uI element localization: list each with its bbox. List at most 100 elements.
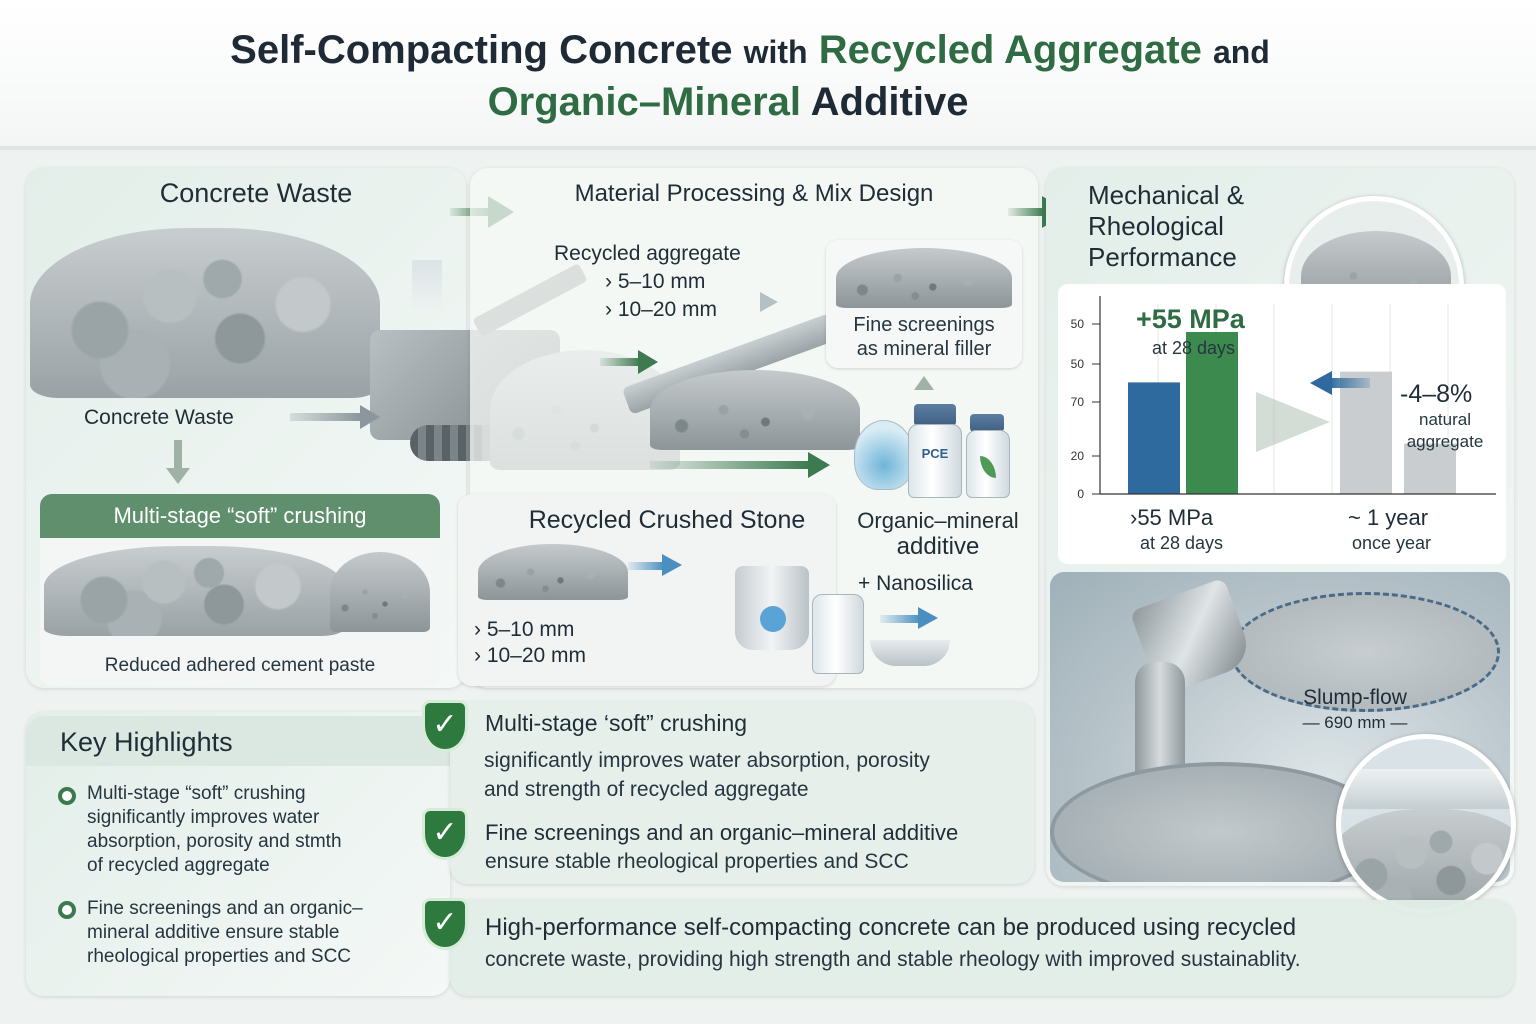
crushed-size-item: › 10–20 mm bbox=[474, 644, 587, 667]
slump-value: — 690 mm — bbox=[1302, 713, 1408, 732]
bottom-left-value: ›55 MPa bbox=[1130, 505, 1214, 530]
performance-header-1: Mechanical & bbox=[1088, 180, 1245, 210]
bottle-cap-image bbox=[914, 404, 956, 426]
arrow-shaft-3 bbox=[650, 461, 810, 469]
finding-1-text: significantly improves water absorption,… bbox=[484, 746, 930, 804]
highlight-1-line-1: Multi-stage “soft” crushing bbox=[87, 783, 306, 804]
page-title-line-1: Self-Compacting Concrete with Recycled A… bbox=[0, 28, 1500, 73]
crushed-stone-pile-image bbox=[478, 544, 628, 600]
arrow-right-icon bbox=[360, 405, 380, 429]
chart-arrow-icon bbox=[1256, 392, 1330, 452]
highlight-item-2: Fine screenings and an organic– mineral … bbox=[87, 897, 363, 969]
bullet-icon bbox=[58, 901, 76, 919]
aggregate-pile-image bbox=[650, 370, 860, 450]
rubble-inset-circle bbox=[1336, 734, 1516, 914]
chart-tick-label: 50 bbox=[1071, 357, 1085, 371]
chart-tick-label: 20 bbox=[1071, 449, 1085, 463]
aggregate-size-item: › 5–10 mm bbox=[605, 270, 706, 293]
crushed-size-item: › 5–10 mm bbox=[474, 618, 575, 641]
conclusion-panel bbox=[450, 900, 1514, 996]
arrow-shaft-5 bbox=[880, 615, 920, 623]
chart-tick-label: 50 bbox=[1071, 317, 1085, 331]
arrow-right-icon bbox=[760, 292, 778, 312]
aggregate-title: Recycled aggregate bbox=[554, 242, 741, 265]
arrow-right-icon bbox=[918, 607, 938, 629]
highlight-1-line-2: significantly improves water bbox=[87, 807, 320, 828]
arrow-shaft-6 bbox=[1008, 208, 1044, 216]
fine-screenings-label-2: as mineral filler bbox=[856, 338, 992, 360]
title-with: with bbox=[743, 34, 808, 70]
arrow-right-icon bbox=[808, 452, 830, 478]
highlight-2-line-3: rheological properties and SCC bbox=[87, 946, 352, 967]
nanosilica-bottle-image bbox=[812, 594, 864, 674]
title-and: and bbox=[1212, 34, 1270, 70]
chart-bar bbox=[1128, 382, 1180, 494]
check-shield-icon: ✓ bbox=[422, 700, 468, 752]
city-skyline-image bbox=[412, 260, 442, 310]
flask-image bbox=[854, 420, 914, 490]
concrete-waste-header: Concrete Waste bbox=[159, 178, 353, 208]
reduction-value: -4–8% bbox=[1400, 380, 1473, 408]
title-band bbox=[0, 0, 1536, 150]
arrow-right-icon bbox=[638, 350, 658, 374]
chart-bars bbox=[1128, 332, 1456, 494]
powder-dish-image bbox=[870, 640, 950, 666]
highlight-1-line-3: absorption, porosity and stmth bbox=[87, 831, 342, 852]
processing-header: Material Processing & Mix Design bbox=[574, 180, 934, 207]
finding-1-line-2: and strength of recycled aggregate bbox=[484, 778, 809, 801]
aggregate-size-1: 5–10 mm bbox=[617, 270, 706, 293]
performance-header-3: Performance bbox=[1088, 242, 1237, 272]
top-value: +55 MPa bbox=[1136, 304, 1245, 334]
page-title-line-2: Organic–Mineral Additive bbox=[0, 80, 1456, 125]
performance-header-2: Rheological bbox=[1088, 211, 1224, 241]
slump-title: Slump-flow bbox=[1303, 686, 1407, 709]
fine-screenings-label-1: Fine screenings bbox=[853, 314, 995, 336]
title-part1: Self-Compacting Concrete bbox=[230, 28, 733, 72]
fine-screenings-image bbox=[836, 248, 1012, 308]
title-highlight2: Organic–Mineral bbox=[487, 80, 801, 124]
skyline-image bbox=[1341, 769, 1511, 809]
arrow-down-icon bbox=[166, 468, 190, 484]
chart-bar bbox=[1404, 443, 1456, 494]
finding-2-line-1: ensure stable rheological properties and… bbox=[485, 850, 909, 873]
bottom-right-value: ~ 1 year bbox=[1348, 505, 1429, 530]
reduction-caption-1: natural bbox=[1419, 410, 1471, 429]
key-highlights-header-bar bbox=[26, 716, 450, 766]
bottom-left-caption: at 28 days bbox=[1140, 533, 1224, 553]
reduction-arrow-shaft bbox=[1330, 378, 1370, 388]
arrow-up-icon bbox=[914, 376, 934, 390]
highlight-2-line-1: Fine screenings and an organic– bbox=[87, 898, 363, 919]
crushed-size-2: 10–20 mm bbox=[486, 644, 587, 667]
top-caption: at 28 days bbox=[1152, 338, 1236, 358]
highlight-1-line-4: of recycled aggregate bbox=[87, 855, 270, 876]
additive-label-2: additive bbox=[896, 533, 980, 560]
findings-panel bbox=[450, 702, 1034, 884]
arrow-shaft-4 bbox=[628, 562, 664, 570]
finding-1-line-1: significantly improves water absorption,… bbox=[484, 749, 930, 772]
highlight-item-1: Multi-stage “soft” crushing significantl… bbox=[87, 782, 342, 878]
title-part2: Additive bbox=[810, 80, 969, 124]
arrow-left-icon bbox=[1310, 371, 1332, 395]
arrow-shaft-2 bbox=[600, 358, 640, 366]
crushing-header-bar bbox=[40, 494, 440, 538]
key-highlights-header: Key Highlights bbox=[60, 727, 233, 757]
title-highlight1: Recycled Aggregate bbox=[818, 28, 1202, 72]
additive-label-1: Organic–mineral bbox=[857, 508, 1019, 533]
crushing-header: Multi-stage “soft” crushing bbox=[113, 503, 367, 528]
crushed-size-1: 5–10 mm bbox=[486, 618, 575, 641]
bucket-label-icon bbox=[760, 606, 786, 632]
conclusion-line-2: concrete waste, providing high strength … bbox=[485, 948, 1301, 971]
waste-to-crusher-arrow-shaft bbox=[290, 413, 360, 421]
fine-pile-image bbox=[330, 552, 430, 632]
finding-1-title: Multi-stage ‘soft” crushing bbox=[485, 710, 748, 736]
bottom-right-caption: once year bbox=[1352, 533, 1432, 553]
flow-spread-image bbox=[1230, 592, 1500, 712]
aggregate-size-2: 10–20 mm bbox=[617, 298, 718, 321]
rubble-inset-image bbox=[1341, 809, 1511, 909]
check-shield-icon: ✓ bbox=[422, 808, 468, 860]
concrete-waste-label: Concrete Waste bbox=[84, 406, 234, 429]
bottle-cap-image bbox=[970, 414, 1004, 432]
bullet-icon bbox=[58, 787, 76, 805]
